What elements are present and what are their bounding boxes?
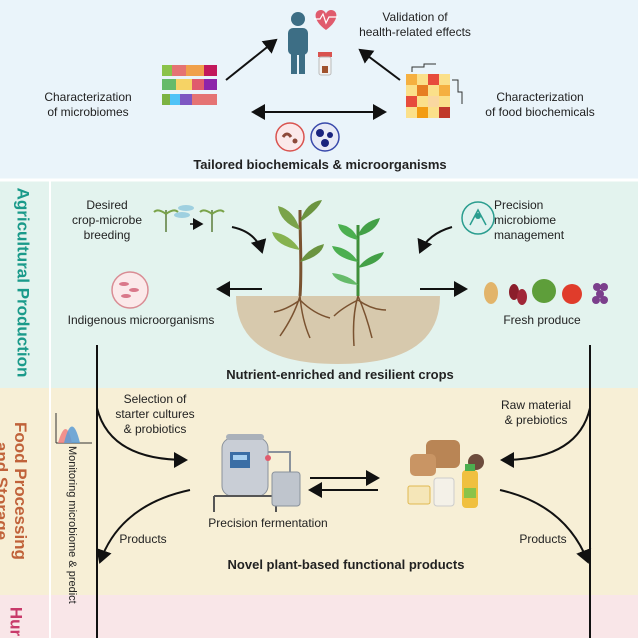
microbe-circle-icon [275,122,305,152]
crop-microbe-breeding-label: Desired crop-microbe breeding [71,198,143,242]
products-left-label: Products [119,532,167,546]
nutrient-crops-heading: Nutrient-enriched and resilient crops [226,367,454,382]
fresh-produce-icon [484,279,608,305]
products-right-label: Products [519,532,567,546]
fermenter-icon [213,434,301,512]
monitoring-label: Monitoring microbiome & predict [66,446,78,604]
microbiome-bar-icon [162,65,217,105]
human-panel-background [0,595,638,638]
microbiome-characterization-label: Characterization of microbiomes [44,90,132,119]
seedling-icon [153,205,225,232]
heatmap-icon [406,63,463,118]
indigenous-microbe-icon [111,271,149,309]
novel-products-heading: Novel plant-based functional products [227,557,465,572]
metabolite-circle-icon [310,122,340,152]
raw-material-label: Raw material & prebiotics [500,398,572,427]
heart-icon [314,10,338,30]
food-section-title: Food Processing and Storage [0,422,30,560]
food-products-icon [407,440,484,508]
validation-label: Validation of health-related effects [359,10,471,39]
crop-plant-left [272,200,331,339]
sample-jar-icon [318,52,332,76]
food-biochemicals-label: Characterization of food biochemicals [485,90,595,119]
person-icon [288,12,308,74]
human-section-title: Hur [6,606,26,637]
precision-fermentation-label: Precision fermentation [208,516,328,530]
tailored-heading: Tailored biochemicals & microorganisms [193,157,447,172]
microbiome-management-icon [461,201,495,235]
soil [236,296,440,364]
starter-cultures-label: Selection of starter cultures & probioti… [115,392,195,436]
agricultural-section-title: Agricultural Production [13,187,33,378]
distribution-chart-icon [55,413,92,444]
precision-microbiome-label: Precision microbiome management [494,198,565,242]
fresh-produce-label: Fresh produce [503,313,581,327]
crop-plant-right [332,218,387,347]
indigenous-microorganisms-label: Indigenous microorganisms [67,313,215,327]
